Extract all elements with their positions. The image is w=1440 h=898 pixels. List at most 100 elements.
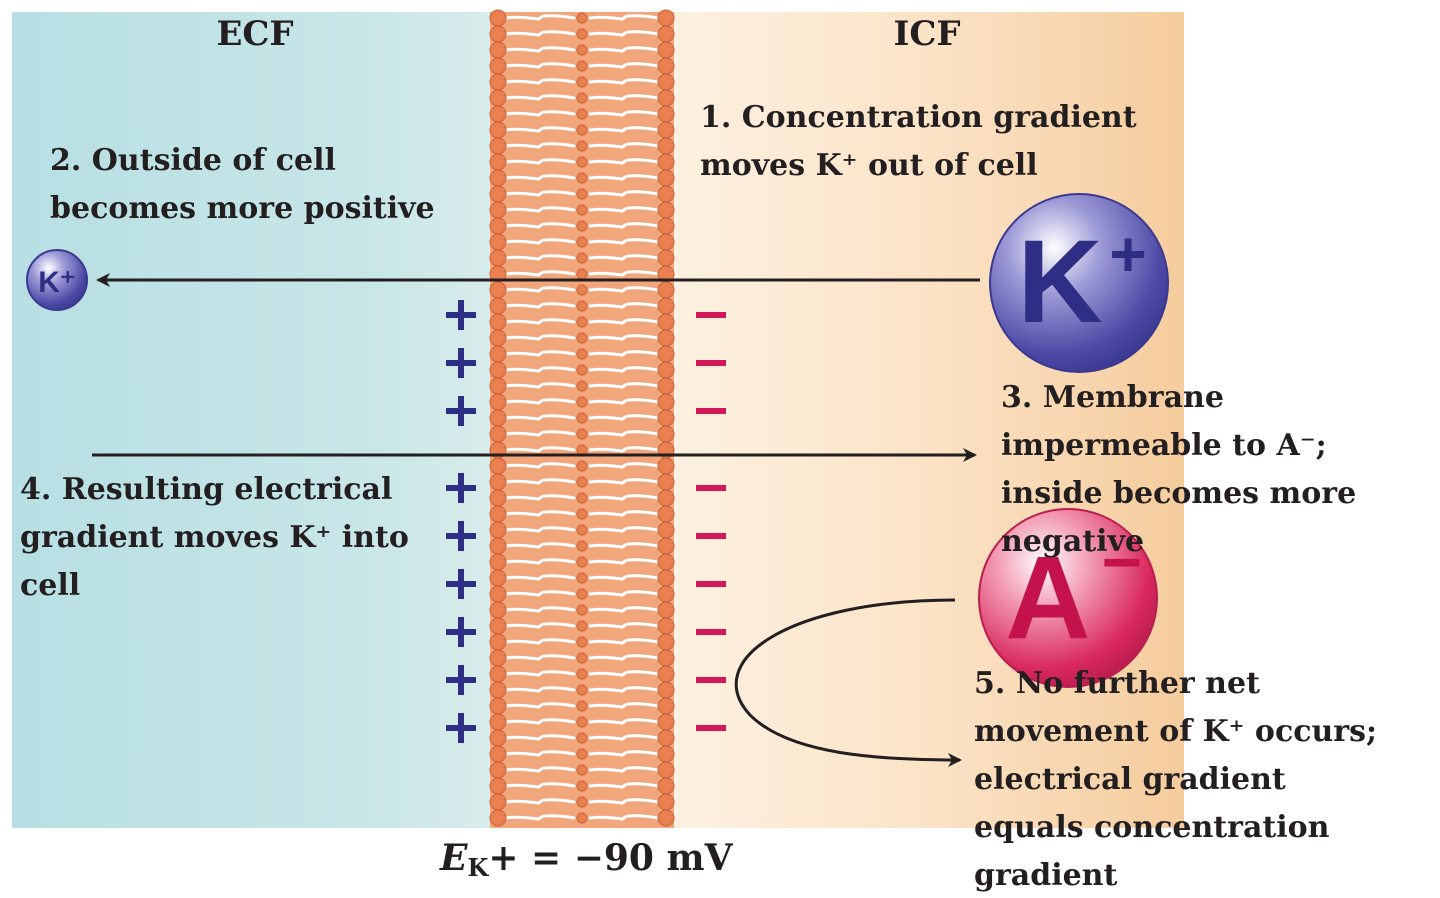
lipid-head	[576, 620, 588, 632]
lipid-tail	[504, 126, 576, 133]
lipid-head	[657, 41, 675, 59]
lipid-tail	[588, 734, 660, 741]
lipid-tail	[504, 318, 576, 325]
lipid-head	[576, 668, 588, 680]
lipid-tail	[504, 638, 576, 645]
lipid-tail	[504, 142, 576, 149]
step-4-label: 4. Resulting electrical gradient moves K…	[20, 472, 409, 603]
lipid-head	[489, 697, 507, 715]
lipid-head	[657, 585, 675, 603]
lipid-head	[576, 284, 588, 296]
lipid-tail	[504, 350, 576, 357]
lipid-tail	[504, 174, 576, 181]
equilibrium-arrow	[734, 598, 962, 767]
lipid-tail	[588, 62, 660, 69]
lipid-head	[576, 604, 588, 616]
lipid-tail	[504, 542, 576, 549]
lipid-head	[489, 601, 507, 619]
lipid-head	[489, 297, 507, 315]
lipid-head	[576, 220, 588, 232]
lipid-head	[576, 572, 588, 584]
lipid-tail	[504, 462, 576, 469]
lipid-head	[576, 652, 588, 664]
lipid-head	[657, 137, 675, 155]
lipid-head	[576, 700, 588, 712]
lipid-head	[657, 121, 675, 139]
lipid-tail	[588, 590, 660, 597]
lipid-head	[657, 89, 675, 107]
lipid-tail	[504, 334, 576, 341]
lipid-head	[489, 777, 507, 795]
lipid-head	[657, 57, 675, 75]
lipid-head	[489, 377, 507, 395]
anion: A −	[978, 508, 1158, 688]
lipid-tail	[588, 110, 660, 117]
potassium-large-charge: +	[1109, 218, 1146, 290]
lipid-head	[576, 316, 588, 328]
lipid-head	[489, 121, 507, 139]
lipid-head	[657, 601, 675, 619]
lipid-head	[489, 585, 507, 603]
lipid-head	[489, 617, 507, 635]
lipid-tail	[588, 798, 660, 805]
lipid-tail	[588, 622, 660, 629]
lipid-tail	[588, 206, 660, 213]
lipid-tail	[504, 814, 576, 821]
lipid-head	[657, 297, 675, 315]
lipid-tail	[504, 430, 576, 437]
lipid-tail	[588, 14, 660, 21]
lipid-tail	[588, 526, 660, 533]
lipid-head	[657, 745, 675, 763]
lipid-head	[657, 457, 675, 475]
lipid-head	[576, 76, 588, 88]
positive-charge	[446, 300, 476, 330]
lipid-tail	[504, 190, 576, 197]
lipid-head	[489, 329, 507, 347]
lipid-tail	[504, 366, 576, 373]
lipid-head	[489, 41, 507, 59]
negative-charge	[696, 533, 726, 539]
lipid-head	[576, 460, 588, 472]
lipid-head	[576, 428, 588, 440]
positive-charge	[446, 521, 476, 551]
lipid-tail	[588, 606, 660, 613]
lipid-tail	[504, 494, 576, 501]
lipid-tail	[504, 46, 576, 53]
lipid-head	[576, 92, 588, 104]
lipid-tail	[504, 622, 576, 629]
lipid-head	[489, 649, 507, 667]
lipid-head	[576, 252, 588, 264]
lipid-tail	[588, 462, 660, 469]
lipid-head	[657, 313, 675, 331]
lipid-head	[657, 153, 675, 171]
lipid-head	[657, 633, 675, 651]
lipid-tail	[588, 510, 660, 517]
lipid-tail	[504, 526, 576, 533]
lipid-head	[657, 473, 675, 491]
lipid-tail	[504, 238, 576, 245]
lipid-head	[657, 681, 675, 699]
lipid-head	[576, 684, 588, 696]
lipid-tail	[504, 798, 576, 805]
lipid-tail	[504, 62, 576, 69]
lipid-head	[576, 156, 588, 168]
lipid-tail	[588, 350, 660, 357]
lipid-tail	[504, 702, 576, 709]
lipid-tail	[588, 222, 660, 229]
lipid-tail	[588, 782, 660, 789]
lipid-tail	[588, 382, 660, 389]
lipid-head	[489, 473, 507, 491]
equation-subscript: K	[467, 853, 489, 882]
lipid-head	[576, 412, 588, 424]
lipid-tail	[504, 382, 576, 389]
lipid-head	[657, 809, 675, 827]
lipid-tail	[588, 254, 660, 261]
lipid-head	[489, 553, 507, 571]
lipid-head	[489, 809, 507, 827]
lipid-head	[489, 169, 507, 187]
lipid-tail	[588, 302, 660, 309]
lipid-head	[576, 12, 588, 24]
lipid-head	[489, 105, 507, 123]
lipid-head	[657, 249, 675, 267]
